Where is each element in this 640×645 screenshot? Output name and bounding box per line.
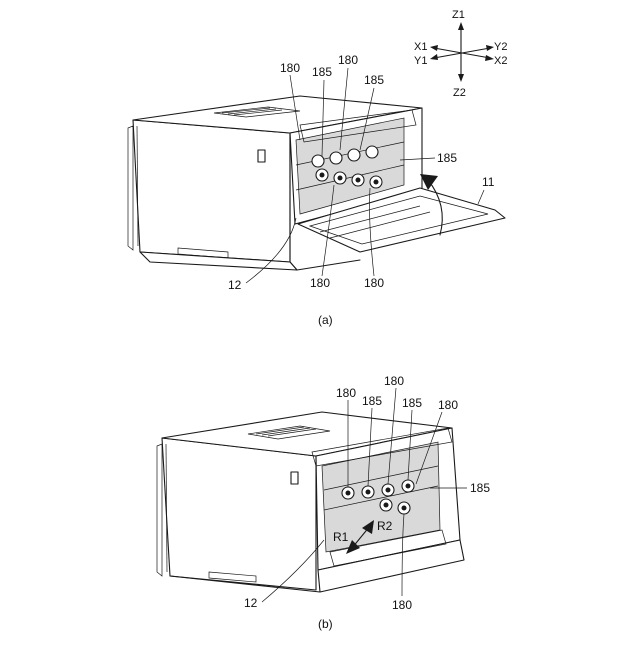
axis-indicator: Z1 Z2 X1 Y1 Y2 X2 xyxy=(414,9,507,99)
caption-b: (b) xyxy=(318,617,333,631)
label-a-180-bottom-left: 180 xyxy=(310,276,330,290)
figure-a-printer xyxy=(128,96,505,270)
label-b-r1: R1 xyxy=(333,530,349,544)
label-b-185-left: 185 xyxy=(362,394,382,408)
label-a-185-side: 185 xyxy=(437,151,457,165)
axis-z2-label: Z2 xyxy=(453,87,466,99)
label-b-180-right: 180 xyxy=(438,398,458,412)
label-b-185-right: 185 xyxy=(402,396,422,410)
caption-a: (a) xyxy=(318,313,333,327)
axis-y1-label: Y1 xyxy=(414,55,427,67)
axis-z1-label: Z1 xyxy=(452,9,465,21)
figure-b-printer xyxy=(157,412,464,592)
label-a-180-right: 180 xyxy=(338,53,358,67)
label-b-180-bottom: 180 xyxy=(392,598,412,612)
label-b-180-top-right: 180 xyxy=(384,374,404,388)
label-b-180-top-left: 180 xyxy=(336,386,356,400)
label-a-180-left: 180 xyxy=(280,61,300,75)
label-b-r2: R2 xyxy=(377,519,393,533)
axis-y2-label: Y2 xyxy=(494,41,507,53)
label-a-185-left: 185 xyxy=(312,65,332,79)
label-a-185-right: 185 xyxy=(364,73,384,87)
label-a-frame-12: 12 xyxy=(228,278,242,292)
axis-x1-label: X1 xyxy=(414,41,427,53)
label-a-door-11: 11 xyxy=(482,175,495,189)
label-a-180-bottom-right: 180 xyxy=(364,276,384,290)
label-b-frame-12: 12 xyxy=(244,596,258,610)
label-b-185-side: 185 xyxy=(470,481,490,495)
axis-x2-label: X2 xyxy=(494,55,507,67)
